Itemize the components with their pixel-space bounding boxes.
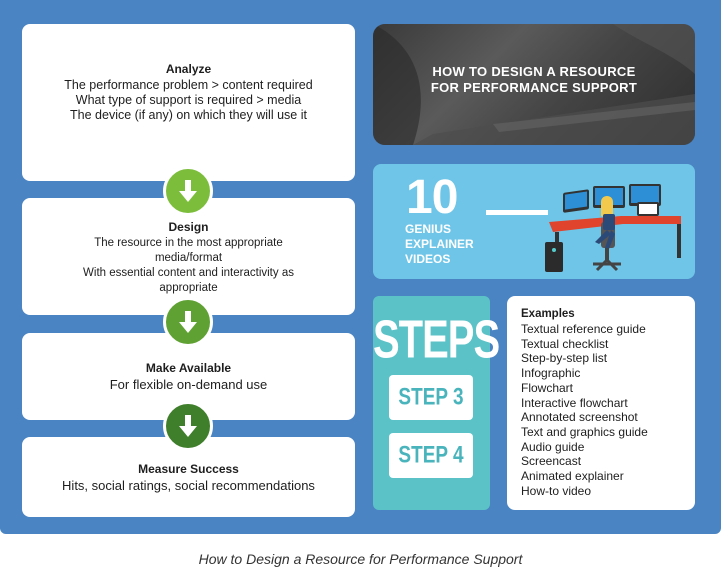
- list-item: Textual checklist: [521, 336, 609, 351]
- down-arrow-icon: [163, 297, 213, 347]
- list-item: Animated explainer: [521, 469, 624, 484]
- design-line-1: The resource in the most appropriate med…: [94, 237, 283, 264]
- list-item: Step-by-step list: [521, 351, 608, 366]
- measure-success-title: Measure Success: [138, 462, 239, 476]
- step-4-label: STEP 4: [398, 441, 464, 468]
- list-item: Text and graphics guide: [521, 424, 648, 439]
- list-item: Interactive flowchart: [521, 395, 628, 410]
- list-item: Flowchart: [521, 380, 574, 395]
- make-available-title: Make Available: [145, 361, 232, 375]
- person-at-computer-illustration: [545, 184, 681, 272]
- design-card: Design The resource in the most appropri…: [22, 198, 355, 315]
- explainer-videos-promo[interactable]: 10 GENIUS EXPLAINER VIDEOS: [373, 164, 695, 279]
- banner-title-line-1: HOW TO DESIGN A RESOURCE: [432, 64, 636, 79]
- design-title: Design: [168, 220, 209, 234]
- design-line-2: With essential content and interactivity…: [83, 267, 294, 294]
- analyze-line-2: What type of support is required > media: [75, 93, 302, 107]
- list-item: Audio guide: [521, 439, 585, 454]
- list-item: Screencast: [521, 454, 582, 469]
- measure-success-line-1: Hits, social ratings, social recommendat…: [62, 478, 315, 493]
- keyboard-photo-image: [373, 24, 695, 145]
- promo-line-3: VIDEOS: [405, 252, 451, 266]
- promo-divider: [486, 210, 548, 215]
- analyze-line-1: The performance problem > content requir…: [64, 78, 313, 92]
- analyze-title: Analyze: [165, 62, 212, 76]
- steps-label: STEPS: [373, 310, 500, 370]
- step-4-button[interactable]: STEP 4: [389, 433, 473, 478]
- analyze-line-3: The device (if any) on which they will u…: [70, 108, 307, 122]
- analyze-card: Analyze The performance problem > conten…: [22, 24, 355, 181]
- down-arrow-icon: [163, 401, 213, 451]
- banner-title-line-2: FOR PERFORMANCE SUPPORT: [430, 80, 638, 95]
- step-3-button[interactable]: STEP 3: [389, 375, 473, 420]
- header-banner: HOW TO DESIGN A RESOURCE FOR PERFORMANCE…: [373, 24, 695, 145]
- examples-list: Examples Textual reference guide Textual…: [507, 296, 695, 510]
- promo-number: 10: [406, 171, 458, 224]
- list-item: How-to video: [521, 483, 592, 498]
- figure-caption: How to Design a Resource for Performance…: [198, 551, 523, 567]
- steps-panel: STEPS STEP 3 STEP 4: [373, 296, 500, 510]
- examples-title: Examples: [521, 308, 575, 320]
- promo-line-1: GENIUS: [405, 222, 452, 236]
- list-item: Annotated screenshot: [521, 410, 638, 425]
- list-item: Infographic: [521, 366, 581, 381]
- make-available-line-1: For flexible on-demand use: [109, 377, 268, 392]
- list-item: Textual reference guide: [521, 322, 646, 336]
- promo-line-2: EXPLAINER: [405, 237, 474, 251]
- step-3-label: STEP 3: [398, 383, 464, 410]
- down-arrow-icon: [163, 166, 213, 216]
